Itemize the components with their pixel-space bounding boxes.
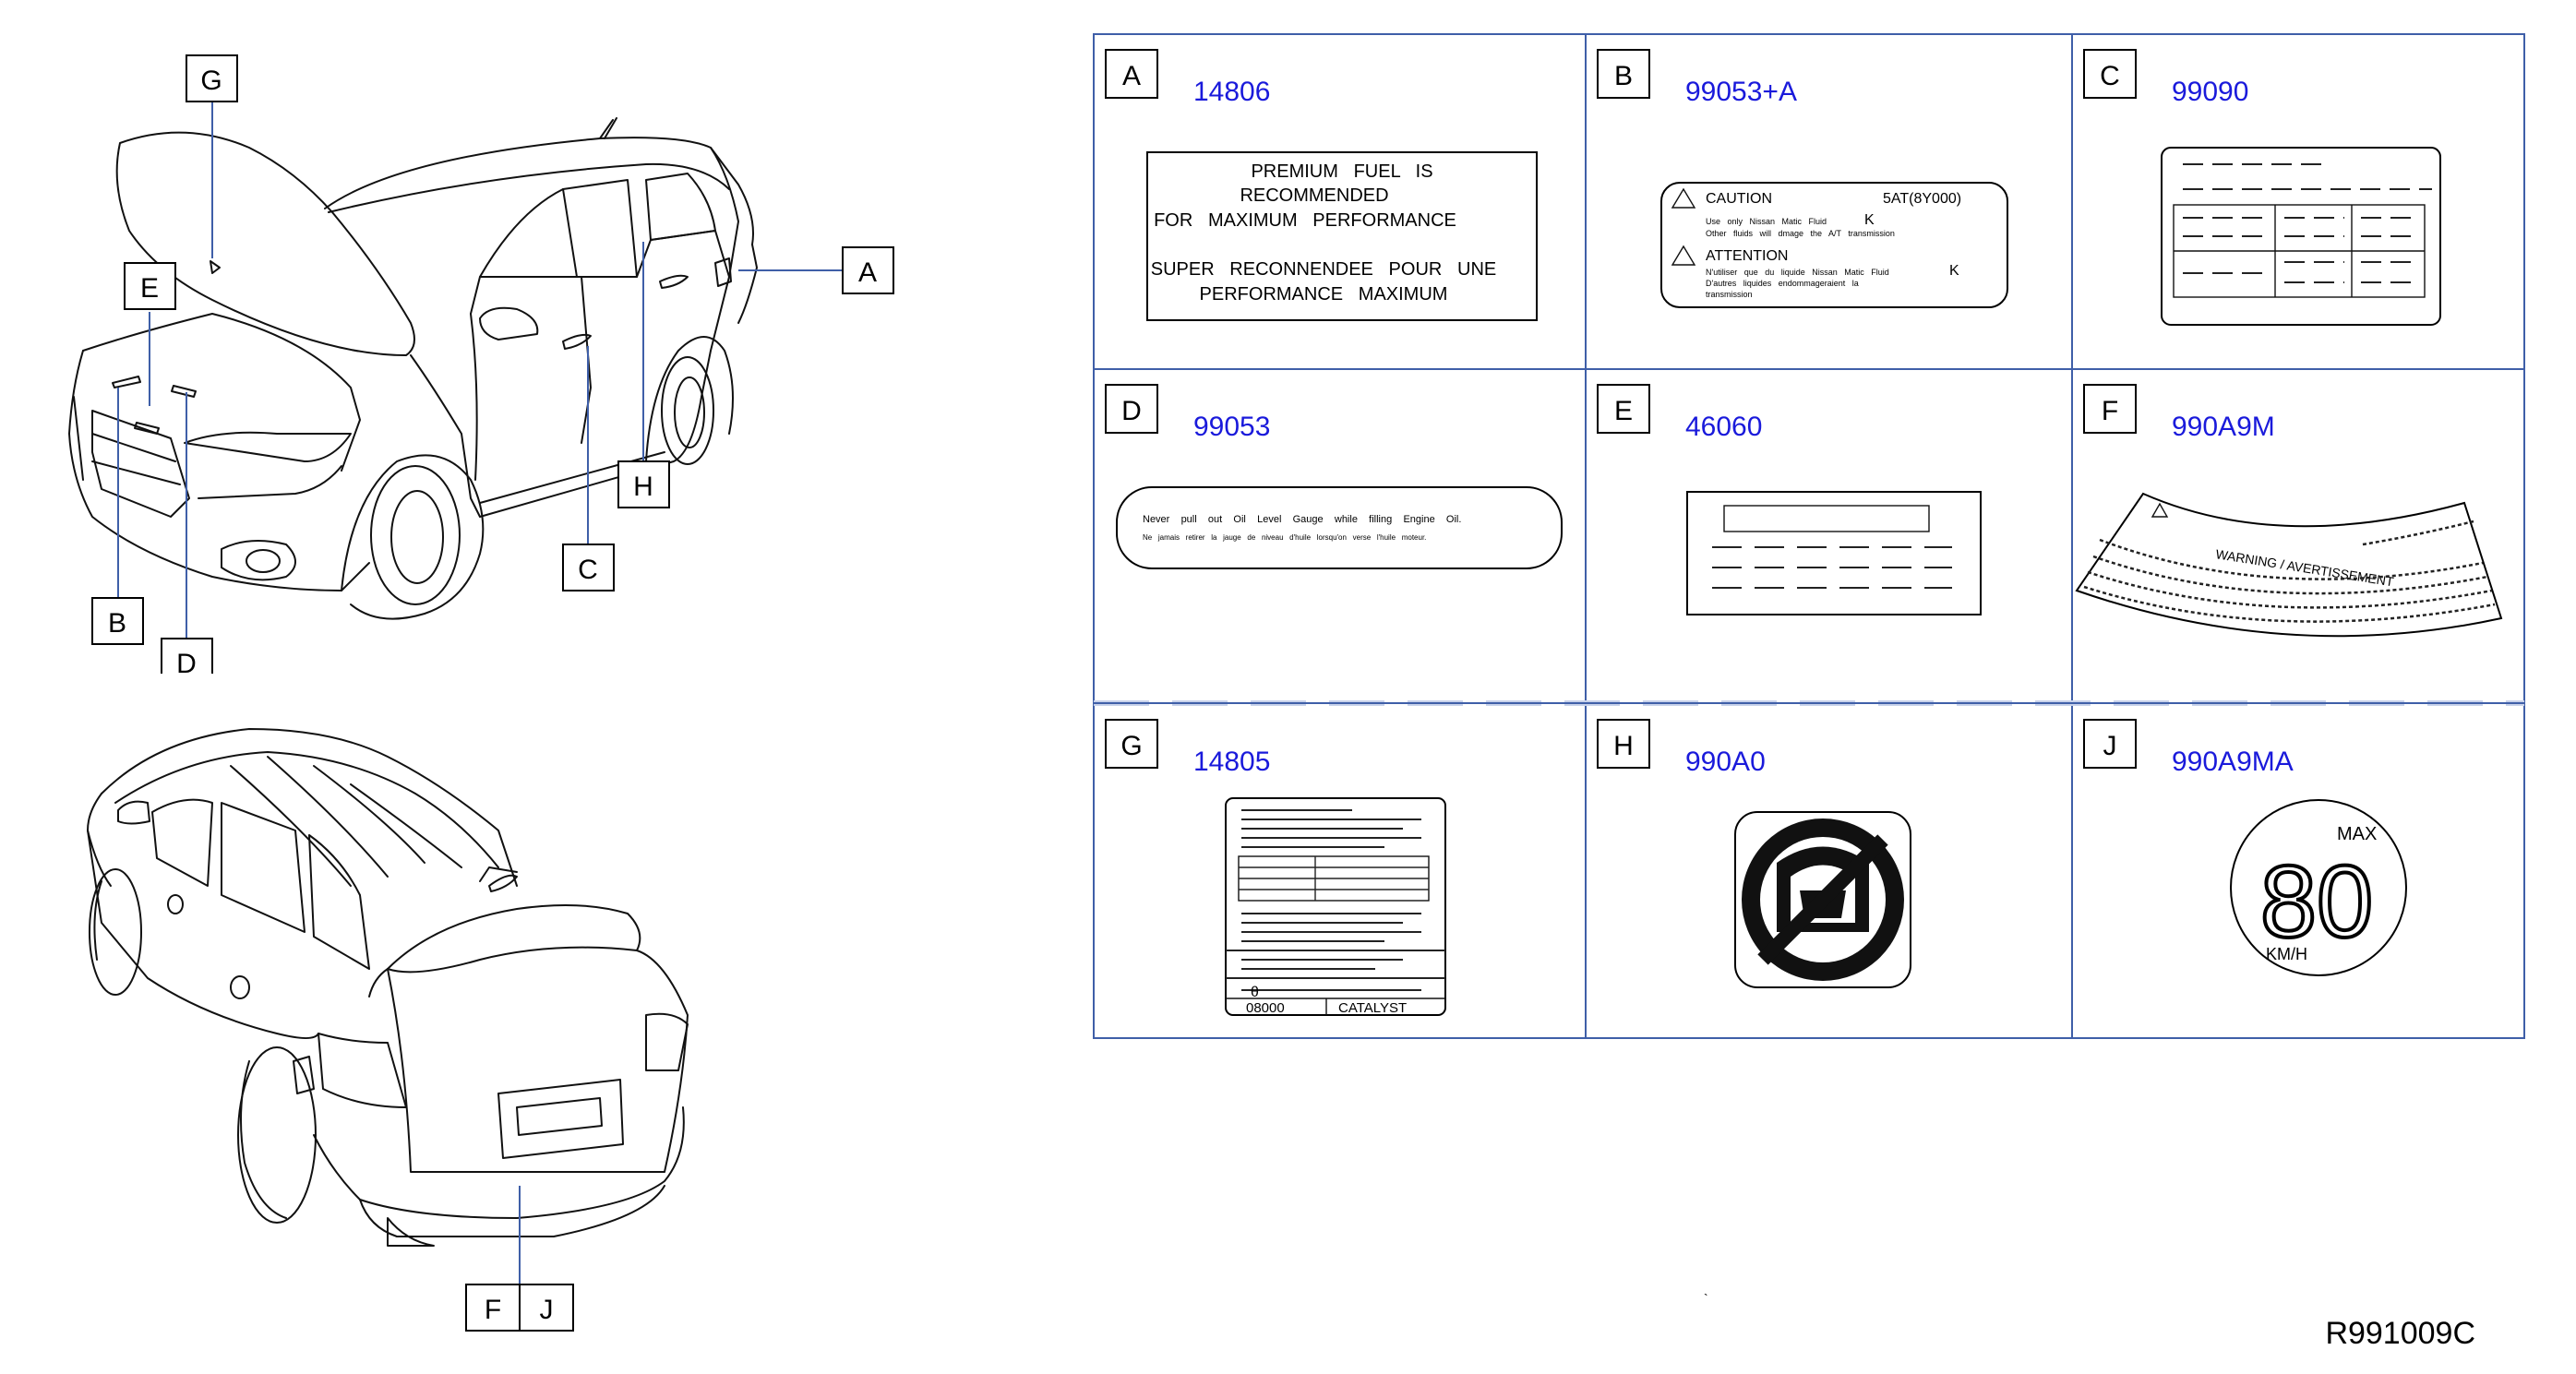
svg-text:Use only Nissan Matic: Use only Nissan Matic Fluid	[1706, 217, 1827, 226]
part-number: 99053+A	[1685, 77, 1797, 107]
part-number: 14805	[1193, 747, 1270, 777]
svg-text:SUPER RECONNENDEE POUR U: SUPER RECONNENDEE POUR UNE	[1151, 259, 1497, 280]
warning-triangle-icon	[2151, 502, 2169, 518]
svg-text:K: K	[1949, 263, 1959, 279]
part-number: 46060	[1685, 412, 1762, 442]
svg-text:D'autres liquides endommag: D'autres liquides endommageraient la	[1706, 279, 1859, 288]
cell-letter: A	[1122, 61, 1141, 91]
cell-letter: C	[2100, 61, 2120, 91]
diagram-id: R991009C	[2325, 1316, 2475, 1351]
svg-text:H: H	[633, 472, 653, 502]
label-grid	[1093, 33, 2525, 1039]
callout-a: A	[842, 246, 894, 294]
svg-text:transmission: transmission	[1706, 290, 1753, 299]
cell-a: A 14806 PREMIUM FUEL IS RECOMMENDED FOR …	[1105, 49, 1538, 321]
callout-leaders	[117, 98, 843, 1287]
cell-letter: D	[1121, 396, 1142, 426]
svg-text:Ne jamais retirer la j: Ne jamais retirer la jauge de niveau d'h…	[1143, 533, 1426, 542]
svg-text:D: D	[176, 649, 197, 679]
svg-text:Never pull out Oil: Never pull out Oil Level Gauge while fil…	[1143, 514, 1461, 525]
svg-text:CAUTION: CAUTION	[1706, 191, 1772, 207]
cell-d: D 99053 Never pull out Oil Level Gauge w…	[1105, 384, 1563, 569]
svg-text:K: K	[1864, 212, 1875, 228]
svg-text:PERFORMANCE MAXIMUM: PERFORMANCE MAXIMUM	[1200, 284, 1448, 305]
svg-text:G: G	[200, 66, 222, 96]
svg-text:A: A	[858, 257, 877, 288]
cell-g: G 14805 θ 08	[1098, 711, 1446, 1016]
svg-text:5AT(8Y000): 5AT(8Y000)	[1883, 191, 1961, 207]
cell-letter: B	[1614, 61, 1633, 91]
svg-text:MAX: MAX	[2337, 824, 2377, 844]
cell-letter: G	[1120, 731, 1142, 761]
svg-text:08000: 08000	[1246, 1000, 1285, 1016]
svg-text:PREMIUM FUEL IS: PREMIUM FUEL IS	[1251, 161, 1432, 182]
cell-j: J 990A9MA MAX 80 KM/H	[2075, 711, 2407, 976]
svg-text:FOR MAXIMUM PERFORMANCE: FOR MAXIMUM PERFORMANCE	[1154, 210, 1456, 231]
part-number: 99053	[1193, 412, 1270, 442]
callout-h: H	[617, 460, 670, 508]
svg-text:CATALYST: CATALYST	[1338, 1000, 1407, 1016]
svg-text:N'utiliser que du liquid: N'utiliser que du liquide Nissan Matic F…	[1706, 268, 1889, 277]
part-number: 14806	[1193, 77, 1270, 107]
cell-b: B 99053+A CAUTION 5AT(8Y000) Use only Ni…	[1597, 49, 2008, 308]
callout-g: G	[186, 54, 238, 102]
callout-f-j: F J	[465, 1284, 574, 1332]
svg-text:C: C	[578, 555, 598, 585]
svg-text:ATTENTION: ATTENTION	[1706, 248, 1788, 264]
cell-f: F 990A9M WARNING / AVERTISSEMENT	[2075, 384, 2503, 638]
vehicle-front-view	[68, 117, 758, 620]
cell-c: C 99090	[2083, 49, 2441, 326]
svg-text:J: J	[540, 1295, 554, 1325]
svg-text:Other fluids will dmage: Other fluids will dmage the A/T transmis…	[1706, 229, 1895, 238]
svg-text:80: 80	[2260, 845, 2373, 959]
svg-text:F: F	[485, 1295, 501, 1325]
svg-text:KM/H: KM/H	[2266, 945, 2307, 963]
part-number: 99090	[2172, 77, 2248, 107]
svg-text:RECOMMENDED: RECOMMENDED	[1240, 185, 1388, 206]
warning-triangle-icon	[1671, 245, 1696, 266]
child-seat-warning-icon	[1742, 818, 1904, 981]
part-number: 990A9M	[2172, 412, 2275, 442]
callout-b: B	[91, 597, 144, 645]
dashed-text-lines	[2183, 163, 2432, 283]
svg-text:B: B	[108, 608, 126, 639]
warning-text-lines	[2083, 520, 2496, 623]
vehicle-rear-view	[87, 728, 689, 1247]
warning-triangle-icon	[1671, 187, 1696, 209]
cell-letter: H	[1613, 731, 1634, 761]
cell-letter: J	[2103, 731, 2117, 761]
svg-text:`: `	[1704, 1291, 1708, 1306]
part-number: 990A0	[1685, 747, 1766, 777]
cell-h: H 990A0	[1588, 711, 1911, 988]
part-number: 990A9MA	[2172, 747, 2294, 777]
svg-text:E: E	[140, 273, 159, 304]
callout-d: D	[157, 638, 222, 692]
cell-e: E 46060	[1597, 384, 1982, 615]
callout-c: C	[562, 544, 615, 591]
callout-e: E	[124, 262, 176, 310]
cell-letter: F	[2102, 396, 2118, 426]
symbol-theta: θ	[1251, 985, 1259, 1000]
cell-letter: E	[1614, 396, 1633, 426]
